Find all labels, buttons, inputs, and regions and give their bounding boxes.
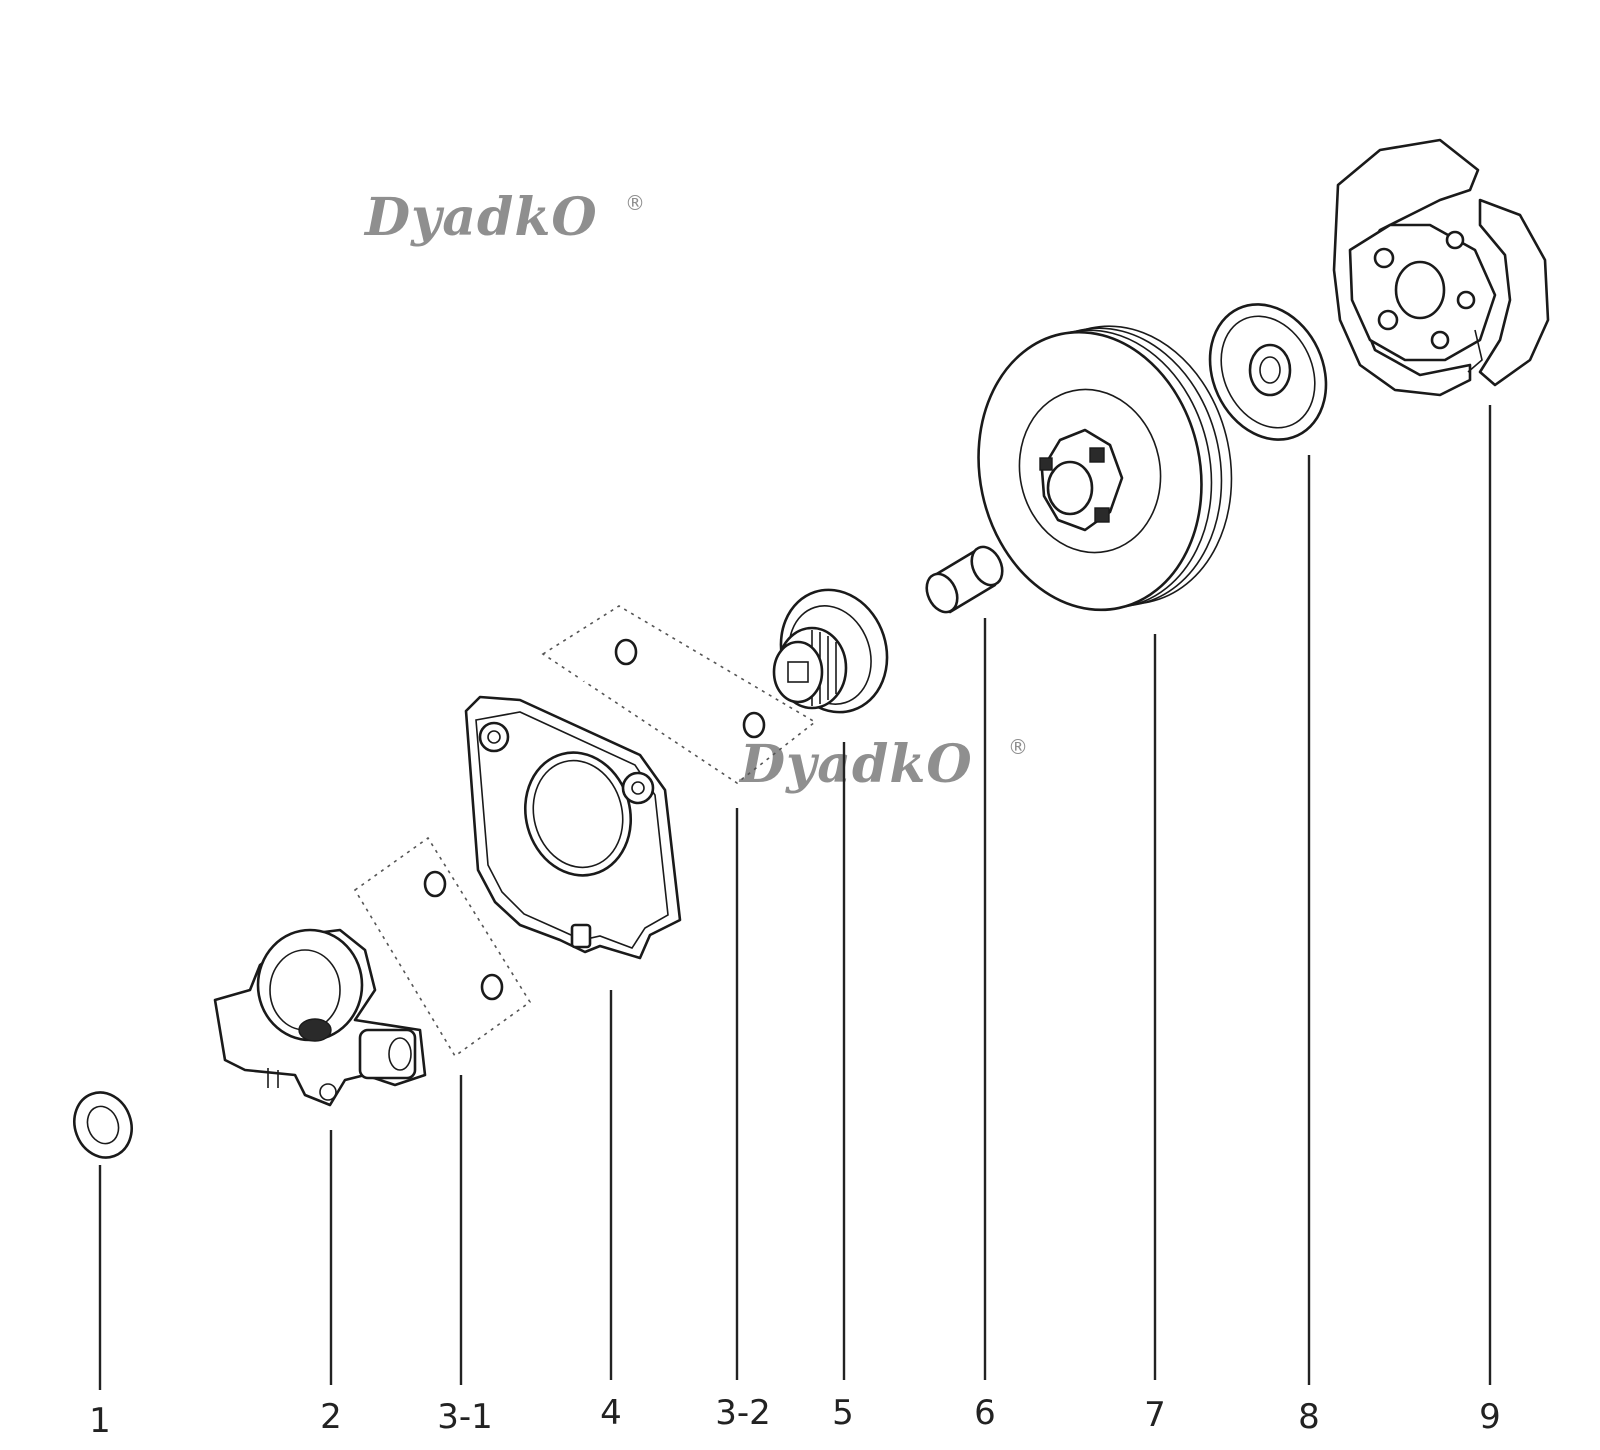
label-9: 9 [1479,1397,1501,1437]
label-5: 5 [832,1393,854,1433]
label-2: 2 [320,1397,342,1437]
watermark-top: DyadkO ® [363,187,645,248]
part-7-clutch-drum [977,325,1233,612]
part-3-2-bolts [541,605,817,784]
label-4: 4 [600,1393,622,1433]
label-3-1: 3-1 [437,1397,493,1437]
part-4-cover-plate [464,695,682,960]
label-3-2: 3-2 [715,1393,771,1433]
label-7: 7 [1144,1395,1166,1435]
label-6: 6 [974,1393,996,1433]
part-labels: 1 2 3-1 4 3-2 5 6 7 8 9 [89,1393,1501,1441]
part-6-bearing [925,545,1004,614]
label-1: 1 [89,1401,111,1441]
svg-text:DyadkO: DyadkO [738,734,973,795]
part-9-clutch [1332,138,1550,397]
svg-text:®: ® [625,191,645,215]
part-2-oil-pump [213,928,427,1107]
leader-lines [98,405,1492,1390]
part-1-washer [73,1091,133,1159]
part-8-washer-plate [1208,303,1328,441]
part-5-sprocket [772,588,889,714]
label-8: 8 [1298,1397,1320,1437]
svg-text:®: ® [1008,735,1028,759]
svg-text:DyadkO: DyadkO [363,187,598,248]
part-3-1-bolts [353,836,532,1058]
watermark-middle: DyadkO ® [738,734,1028,795]
